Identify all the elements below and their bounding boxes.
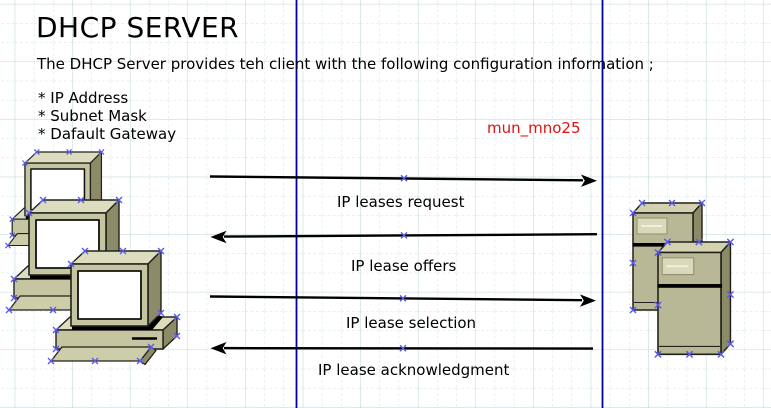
config-item-default-gateway: * Dafault Gateway [38,125,177,144]
message-label-ip-lease-offers[interactable]: IP lease offers [351,257,457,275]
config-item-subnet-mask: * Subnet Mask [38,107,147,126]
arrow-ip-lease-selection[interactable] [209,294,596,307]
message-label-ip-leases-request[interactable]: IP leases request [337,193,465,211]
author-watermark[interactable]: mun_mno25 [487,119,581,137]
config-info-list[interactable]: * IP Address * Subnet Mask * Dafault Gat… [38,89,176,144]
message-label-ip-lease-acknowledgment[interactable]: IP lease acknowledgment [318,361,510,379]
message-label-ip-lease-selection[interactable]: IP lease selection [346,314,477,332]
arrow-ip-lease-offers[interactable] [210,230,598,244]
dhcp-server-icon-2[interactable] [655,239,734,358]
diagram-title[interactable]: DHCP SERVER [36,11,240,44]
config-item-ip-address: * IP Address [38,89,129,107]
arrow-ip-leases-request[interactable] [209,174,597,187]
arrow-ip-lease-acknowledgment[interactable] [210,342,594,355]
diagram-subtitle[interactable]: The DHCP Server provides teh client with… [37,55,654,73]
